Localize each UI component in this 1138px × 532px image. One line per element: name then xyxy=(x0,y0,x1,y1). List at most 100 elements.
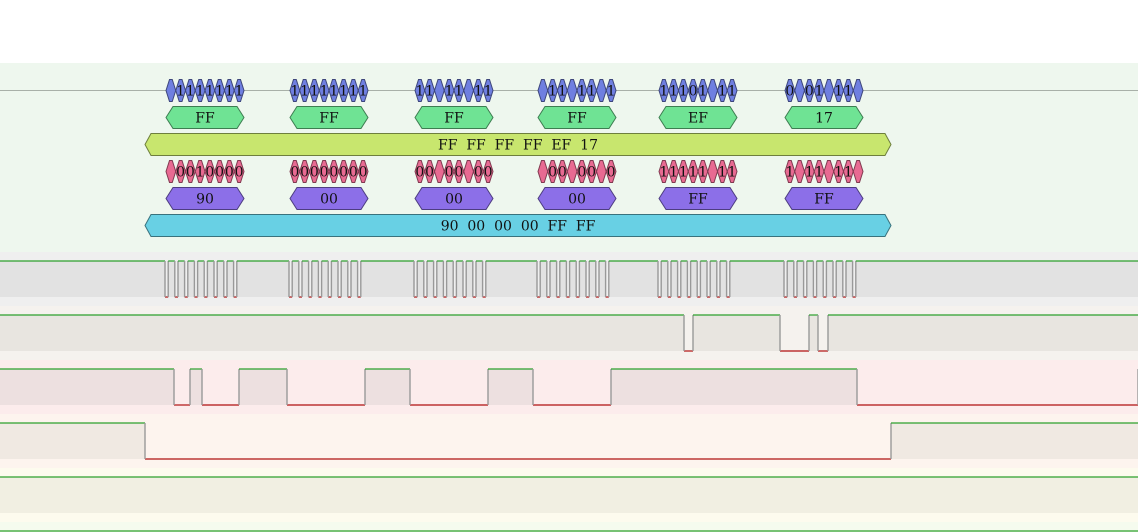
mosi-bit: 1 xyxy=(586,79,598,102)
miso-byte-label: 00 xyxy=(568,192,586,208)
miso-bit-label: 1 xyxy=(844,165,853,181)
miso-byte-label: FF xyxy=(814,192,834,208)
mosi-bit: 1 xyxy=(677,79,689,102)
miso-bit xyxy=(433,160,445,183)
mosi-bit-shape xyxy=(463,79,475,102)
clock-trace-high-fill xyxy=(608,261,658,297)
miso-bit: 1 xyxy=(697,160,709,183)
mosi-bit-shape xyxy=(852,79,864,102)
miso-bit: 0 xyxy=(347,160,359,183)
miso-bit-shape xyxy=(566,160,578,183)
mosi-bit: 1 xyxy=(424,79,436,102)
clock-trace-high-fill xyxy=(540,261,547,297)
miso-bit-label: 0 xyxy=(310,165,319,181)
miso-byte-shape xyxy=(658,187,738,210)
clock-trace-high-fill xyxy=(302,261,309,297)
mosi-byte-shape xyxy=(784,106,864,129)
mosi-transfer-label: FF FF FF FF EF 17 xyxy=(438,138,598,154)
clock-trace-high-fill xyxy=(236,261,289,297)
miso-bit: 0 xyxy=(233,160,245,183)
miso-bit-label: 0 xyxy=(225,165,234,181)
mosi-byte: FF xyxy=(165,106,245,129)
miso-byte-label: FF xyxy=(688,192,708,208)
mosi-bit-label: 1 xyxy=(587,84,596,100)
miso-bit: 0 xyxy=(318,160,330,183)
mosi-byte: EF xyxy=(658,106,738,129)
miso-bit-label: 1 xyxy=(689,165,698,181)
miso-bit: 0 xyxy=(338,160,350,183)
clock-trace-high-fill xyxy=(690,261,698,297)
miso-bit: 0 xyxy=(184,160,196,183)
mosi-transfer-shape xyxy=(144,133,892,156)
mosi-bit xyxy=(463,79,475,102)
mosi-bit: 1 xyxy=(194,79,206,102)
miso-byte: FF xyxy=(784,187,864,210)
data-trace-b-high-fill xyxy=(0,369,174,405)
mosi-bit-label: 1 xyxy=(310,84,319,100)
mosi-bit xyxy=(852,79,864,102)
miso-bit: 0 xyxy=(289,160,301,183)
mosi-byte-label: FF xyxy=(195,111,215,127)
mosi-bit: 0 xyxy=(784,79,796,102)
mosi-bit: 1 xyxy=(576,79,588,102)
mosi-bit xyxy=(566,79,578,102)
miso-byte: 00 xyxy=(537,187,617,210)
miso-bit: 0 xyxy=(308,160,320,183)
miso-bit-shape xyxy=(823,160,835,183)
miso-transfer-shape xyxy=(144,214,892,237)
mosi-bit: 1 xyxy=(204,79,216,102)
miso-bit xyxy=(707,160,719,183)
mosi-bit-label: 1 xyxy=(425,84,434,100)
clock-trace-high-fill xyxy=(485,261,537,297)
mosi-bit-shape xyxy=(794,79,806,102)
clock-trace-high-fill xyxy=(217,261,224,297)
miso-bit-label: 1 xyxy=(815,165,824,181)
mosi-bit: 1 xyxy=(338,79,350,102)
miso-bit-shape xyxy=(794,160,806,183)
miso-bit-label: 1 xyxy=(834,165,843,181)
miso-byte: 00 xyxy=(414,187,494,210)
mosi-bit-label: 1 xyxy=(669,84,678,100)
waveform-traces xyxy=(0,252,1138,532)
miso-bit xyxy=(537,160,549,183)
idle-trace-d xyxy=(0,476,1138,513)
mosi-bit: 1 xyxy=(658,79,670,102)
mosi-bit-label: 1 xyxy=(186,84,195,100)
miso-bit-shape xyxy=(482,160,494,183)
mosi-bit-label: 1 xyxy=(320,84,329,100)
miso-bit-label: 0 xyxy=(484,165,493,181)
mosi-bit-label: 1 xyxy=(718,84,727,100)
miso-bit: 0 xyxy=(547,160,559,183)
miso-bit: 0 xyxy=(328,160,340,183)
data-trace-b-high-fill xyxy=(365,369,410,405)
clock-trace-high-fill xyxy=(550,261,557,297)
miso-bit: 1 xyxy=(784,160,796,183)
mosi-bit-label: 1 xyxy=(339,84,348,100)
mosi-bit: 1 xyxy=(299,79,311,102)
clock-trace-high-fill xyxy=(227,261,234,297)
miso-bit-shape xyxy=(463,160,475,183)
clock-trace-high-fill xyxy=(427,261,434,297)
miso-bit-label: 0 xyxy=(339,165,348,181)
miso-bit-label: 0 xyxy=(205,165,214,181)
miso-bit-label: 0 xyxy=(290,165,299,181)
chip-select-trace-a-high-fill xyxy=(809,315,818,351)
chip-select-trace-a xyxy=(0,314,1138,352)
clock-trace-high-fill xyxy=(797,261,804,297)
mosi-bit xyxy=(433,79,445,102)
mosi-bit-label: 1 xyxy=(445,84,454,100)
miso-byte-shape xyxy=(289,187,369,210)
mosi-bit-shape xyxy=(823,79,835,102)
miso-bit-shape xyxy=(595,160,607,183)
miso-bit-label: 0 xyxy=(329,165,338,181)
mosi-bit: 1 xyxy=(547,79,559,102)
mosi-bit-label: 1 xyxy=(698,84,707,100)
miso-bit xyxy=(463,160,475,183)
miso-bit-label: 1 xyxy=(659,165,668,181)
mosi-bit: 1 xyxy=(414,79,426,102)
mosi-byte: FF xyxy=(537,106,617,129)
mosi-bit: 1 xyxy=(472,79,484,102)
miso-bit xyxy=(595,160,607,183)
idle-trace-e-row xyxy=(0,522,1138,532)
